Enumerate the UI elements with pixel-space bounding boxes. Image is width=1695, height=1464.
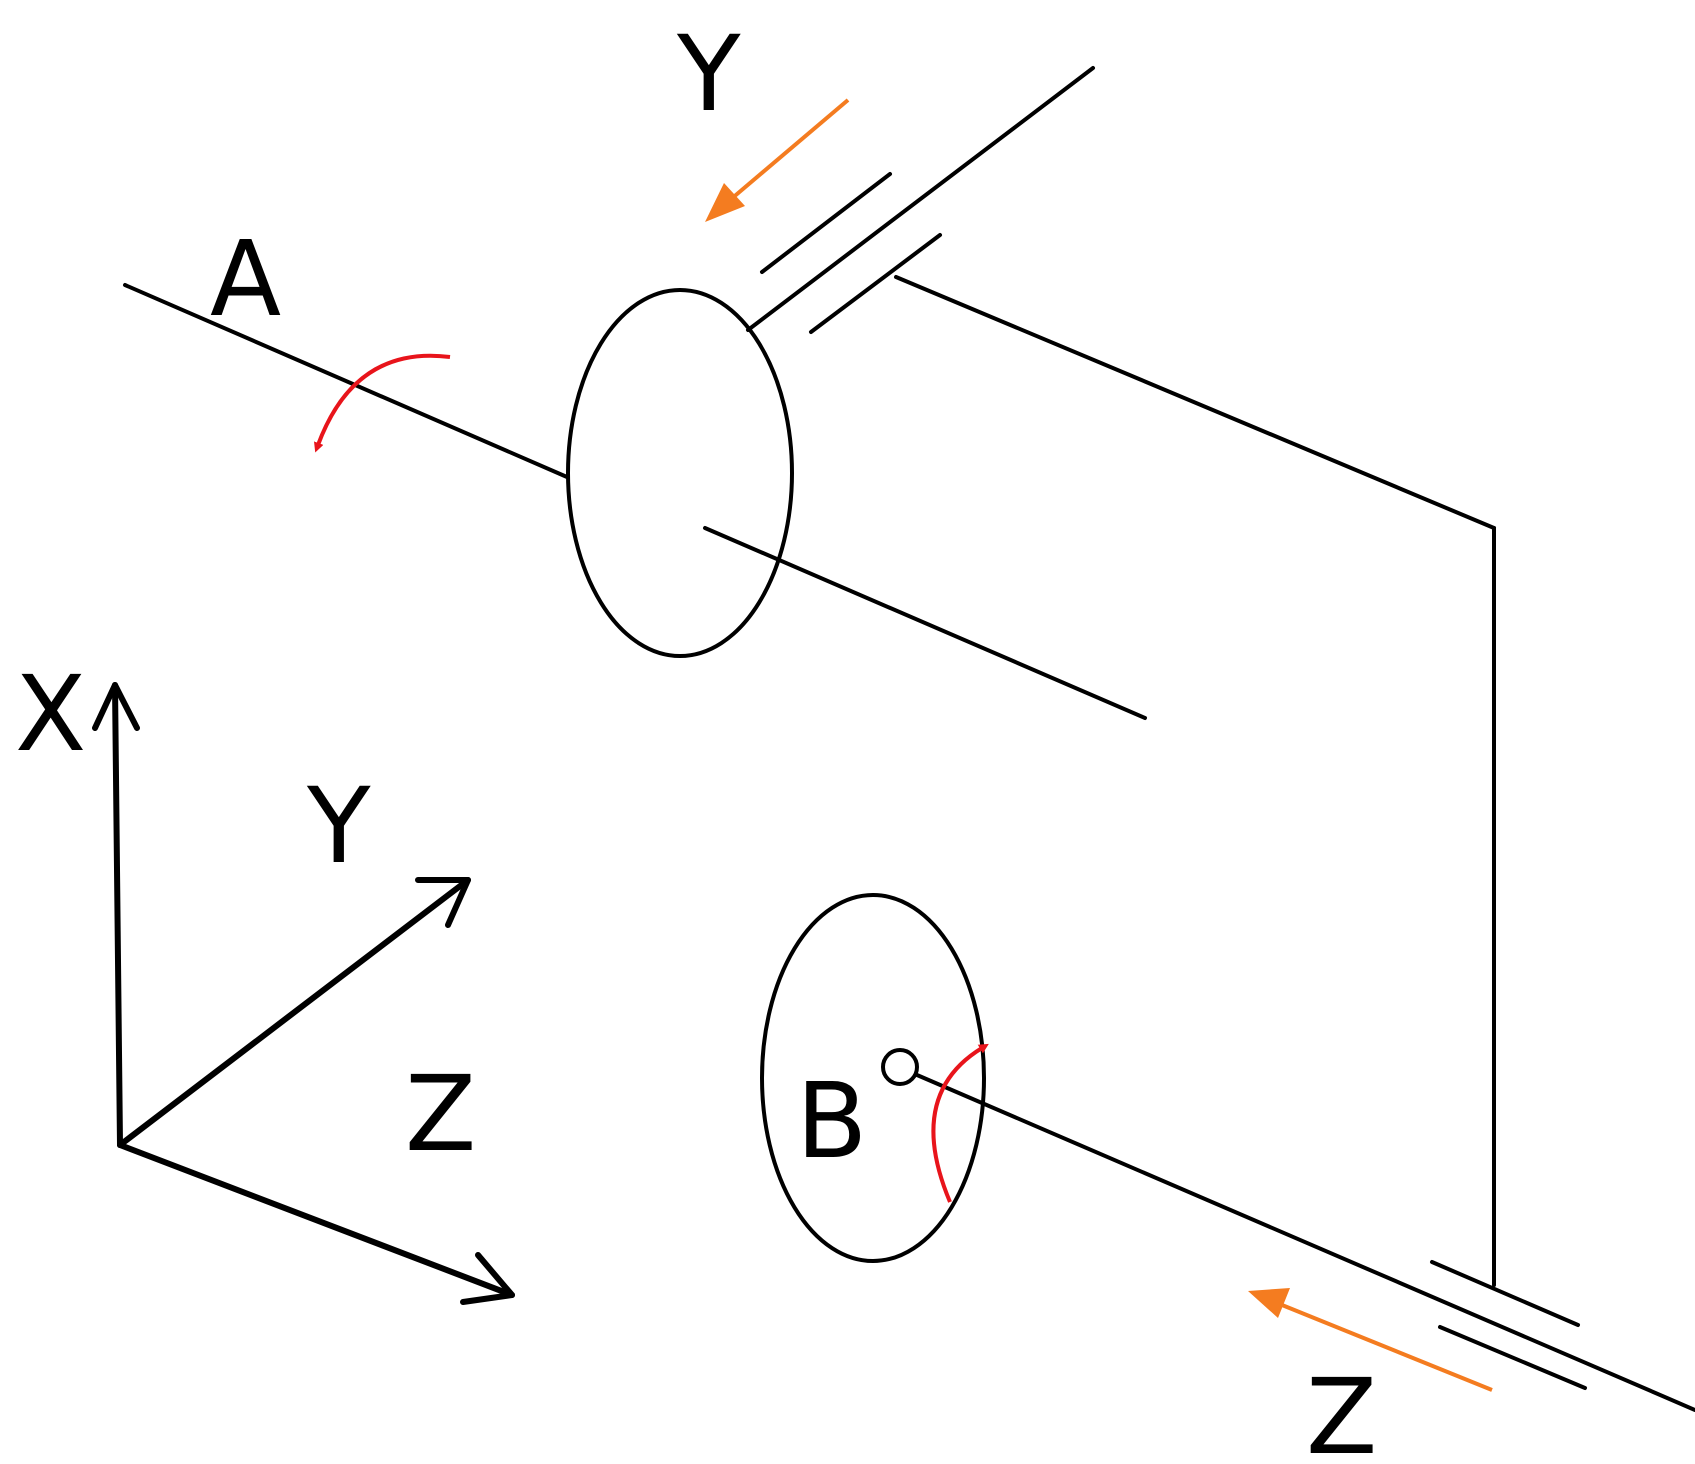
x-axis-line — [112, 682, 123, 1148]
z-translation-arrow — [1248, 1288, 1493, 1392]
y-translation-arrow — [705, 98, 850, 222]
z-axis-arrowhead — [460, 1252, 515, 1305]
axis-a-disc — [566, 288, 794, 658]
axis-a-shaft-right — [703, 526, 1147, 720]
axis-b-rotation-arrow — [931, 1043, 989, 1203]
axis-a-shaft-left — [123, 283, 569, 479]
y-slide-rod — [746, 66, 1095, 332]
y-slide-guide-upper — [760, 172, 892, 274]
label-coord-x: X — [15, 653, 86, 775]
y-axis-line — [117, 877, 471, 1148]
label-coord-z: Z — [405, 1053, 476, 1175]
label-axis-a: A — [210, 218, 281, 340]
label-translation-y: Y — [676, 13, 741, 135]
label-translation-z: Z — [1306, 1356, 1377, 1459]
coordinate-axes — [92, 682, 515, 1305]
y-axis-arrowhead — [415, 877, 471, 928]
z-slide-guide-upper — [1430, 1260, 1580, 1327]
axis-b-assembly — [760, 893, 1695, 1412]
y-slide-guide-lower — [809, 233, 942, 334]
label-coord-y: Y — [306, 765, 371, 887]
axis-b-disc — [760, 893, 986, 1263]
axis-b-pivot — [881, 1048, 919, 1086]
label-axis-b: B — [796, 1060, 867, 1182]
x-axis-arrowhead — [92, 682, 140, 731]
axis-a-rotation-arrow — [314, 353, 451, 453]
frame-link-diagonal — [894, 275, 1496, 530]
z-slide-rod — [915, 1073, 1695, 1412]
z-slide-guide-lower — [1438, 1325, 1587, 1390]
z-axis-line — [117, 1142, 515, 1298]
axis-a-assembly — [123, 66, 1496, 1287]
